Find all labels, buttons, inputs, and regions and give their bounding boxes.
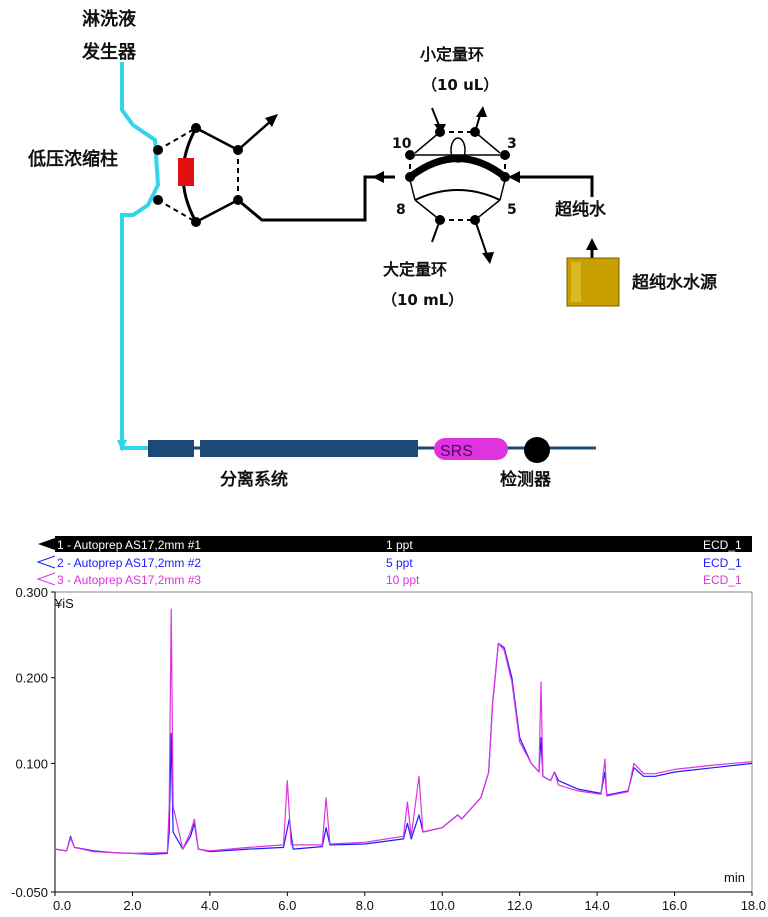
x-tick-label: 18.0 <box>741 898 766 913</box>
large-loop-volume: （10 mL） <box>382 291 463 309</box>
legend-row-2-marker <box>36 555 56 569</box>
injection-valve <box>405 106 510 264</box>
port-10-label: 10 <box>392 136 412 152</box>
series-line-2 <box>54 608 753 854</box>
legend-row-3-conc: 10 ppt <box>386 573 420 587</box>
x-tick-label: 6.0 <box>278 898 296 913</box>
y-ticks: 0.300 0.200 0.100 -0.050 <box>11 585 55 900</box>
x-tick-label: 2.0 <box>123 898 141 913</box>
x-tick-label: 0.0 <box>53 898 71 913</box>
y-tick-label: 0.200 <box>15 671 48 686</box>
large-loop-label: 大定量环 <box>383 260 447 279</box>
valve-connection-arrowhead <box>372 171 384 183</box>
legend-row-3-name: 3 - Autoprep AS17,2mm #3 <box>57 573 201 587</box>
concentrator-column <box>178 158 194 186</box>
x-ticks: 0.0 2.0 4.0 6.0 8.0 10.0 12.0 14.0 16.0 18.0 <box>53 892 766 913</box>
x-tick-label: 12.0 <box>507 898 532 913</box>
guard-column <box>148 440 194 457</box>
valve-connection-line <box>237 175 395 222</box>
chromatogram-traces <box>54 608 753 855</box>
x-tick-label: 16.0 <box>662 898 687 913</box>
legend-row-1-name: 1 - Autoprep AS17,2mm #1 <box>57 538 201 552</box>
srs-label: SRS <box>440 443 473 460</box>
y-tick-label: 0.300 <box>15 585 48 600</box>
legend-row-3-channel: ECD_1 <box>703 573 742 587</box>
separation-system-label: 分离系统 <box>220 469 288 490</box>
y-tick-label: 0.100 <box>15 756 48 771</box>
legend-row-2-conc: 5 ppt <box>386 556 413 570</box>
x-tick-label: 14.0 <box>584 898 609 913</box>
low-pressure-column-label: 低压浓缩柱 <box>27 148 118 170</box>
small-loop-volume: （10 uL） <box>422 76 498 94</box>
eluent-flow-arrowhead <box>117 440 127 452</box>
port-5-label: 5 <box>507 202 517 218</box>
legend-row-1-conc: 1 ppt <box>386 538 413 552</box>
detector-cell <box>524 437 550 463</box>
legend-row-3-marker <box>36 572 56 586</box>
eluent-generator-label-line1: 淋洗液 <box>82 8 137 30</box>
legend-row-1-marker <box>38 538 55 550</box>
y-tick-label: -0.050 <box>11 885 48 900</box>
ultrapure-water-source-label: 超纯水水源 <box>632 272 717 293</box>
plot-area <box>54 591 753 893</box>
legend-selected-row[interactable] <box>55 536 752 552</box>
reservoir-arrowhead <box>586 238 598 250</box>
water-feed-arrowhead <box>508 171 520 183</box>
port-3-label: 3 <box>507 136 517 152</box>
chromatogram-chart: 1 - Autoprep AS17,2mm #1 1 ppt ECD_1 2 -… <box>11 536 766 913</box>
legend-row-1-channel: ECD_1 <box>703 538 742 552</box>
eluent-generator-label-line2: 发生器 <box>81 41 137 63</box>
x-tick-label: 10.0 <box>430 898 455 913</box>
srs-suppressor <box>434 438 508 460</box>
legend-row-2-name: 2 - Autoprep AS17,2mm #2 <box>57 556 201 570</box>
x-tick-label: 4.0 <box>201 898 219 913</box>
legend-row-2-channel: ECD_1 <box>703 556 742 570</box>
analytical-column <box>200 440 418 457</box>
instrument-schematic: 淋洗液 发生器 低压浓缩柱 小定量环 （10 uL） <box>27 8 717 490</box>
x-tick-label: 8.0 <box>356 898 374 913</box>
water-feed-line <box>515 175 594 197</box>
eluent-flow-line <box>120 62 161 450</box>
y-unit-label: ¥iS <box>54 596 74 611</box>
ultrapure-water-label: 超纯水 <box>555 199 607 220</box>
x-unit-label: min <box>724 870 745 885</box>
small-loop-label: 小定量环 <box>420 45 484 64</box>
concentrator-valve <box>153 114 278 227</box>
detector-label: 检测器 <box>500 469 552 490</box>
port-8-label: 8 <box>396 202 406 218</box>
